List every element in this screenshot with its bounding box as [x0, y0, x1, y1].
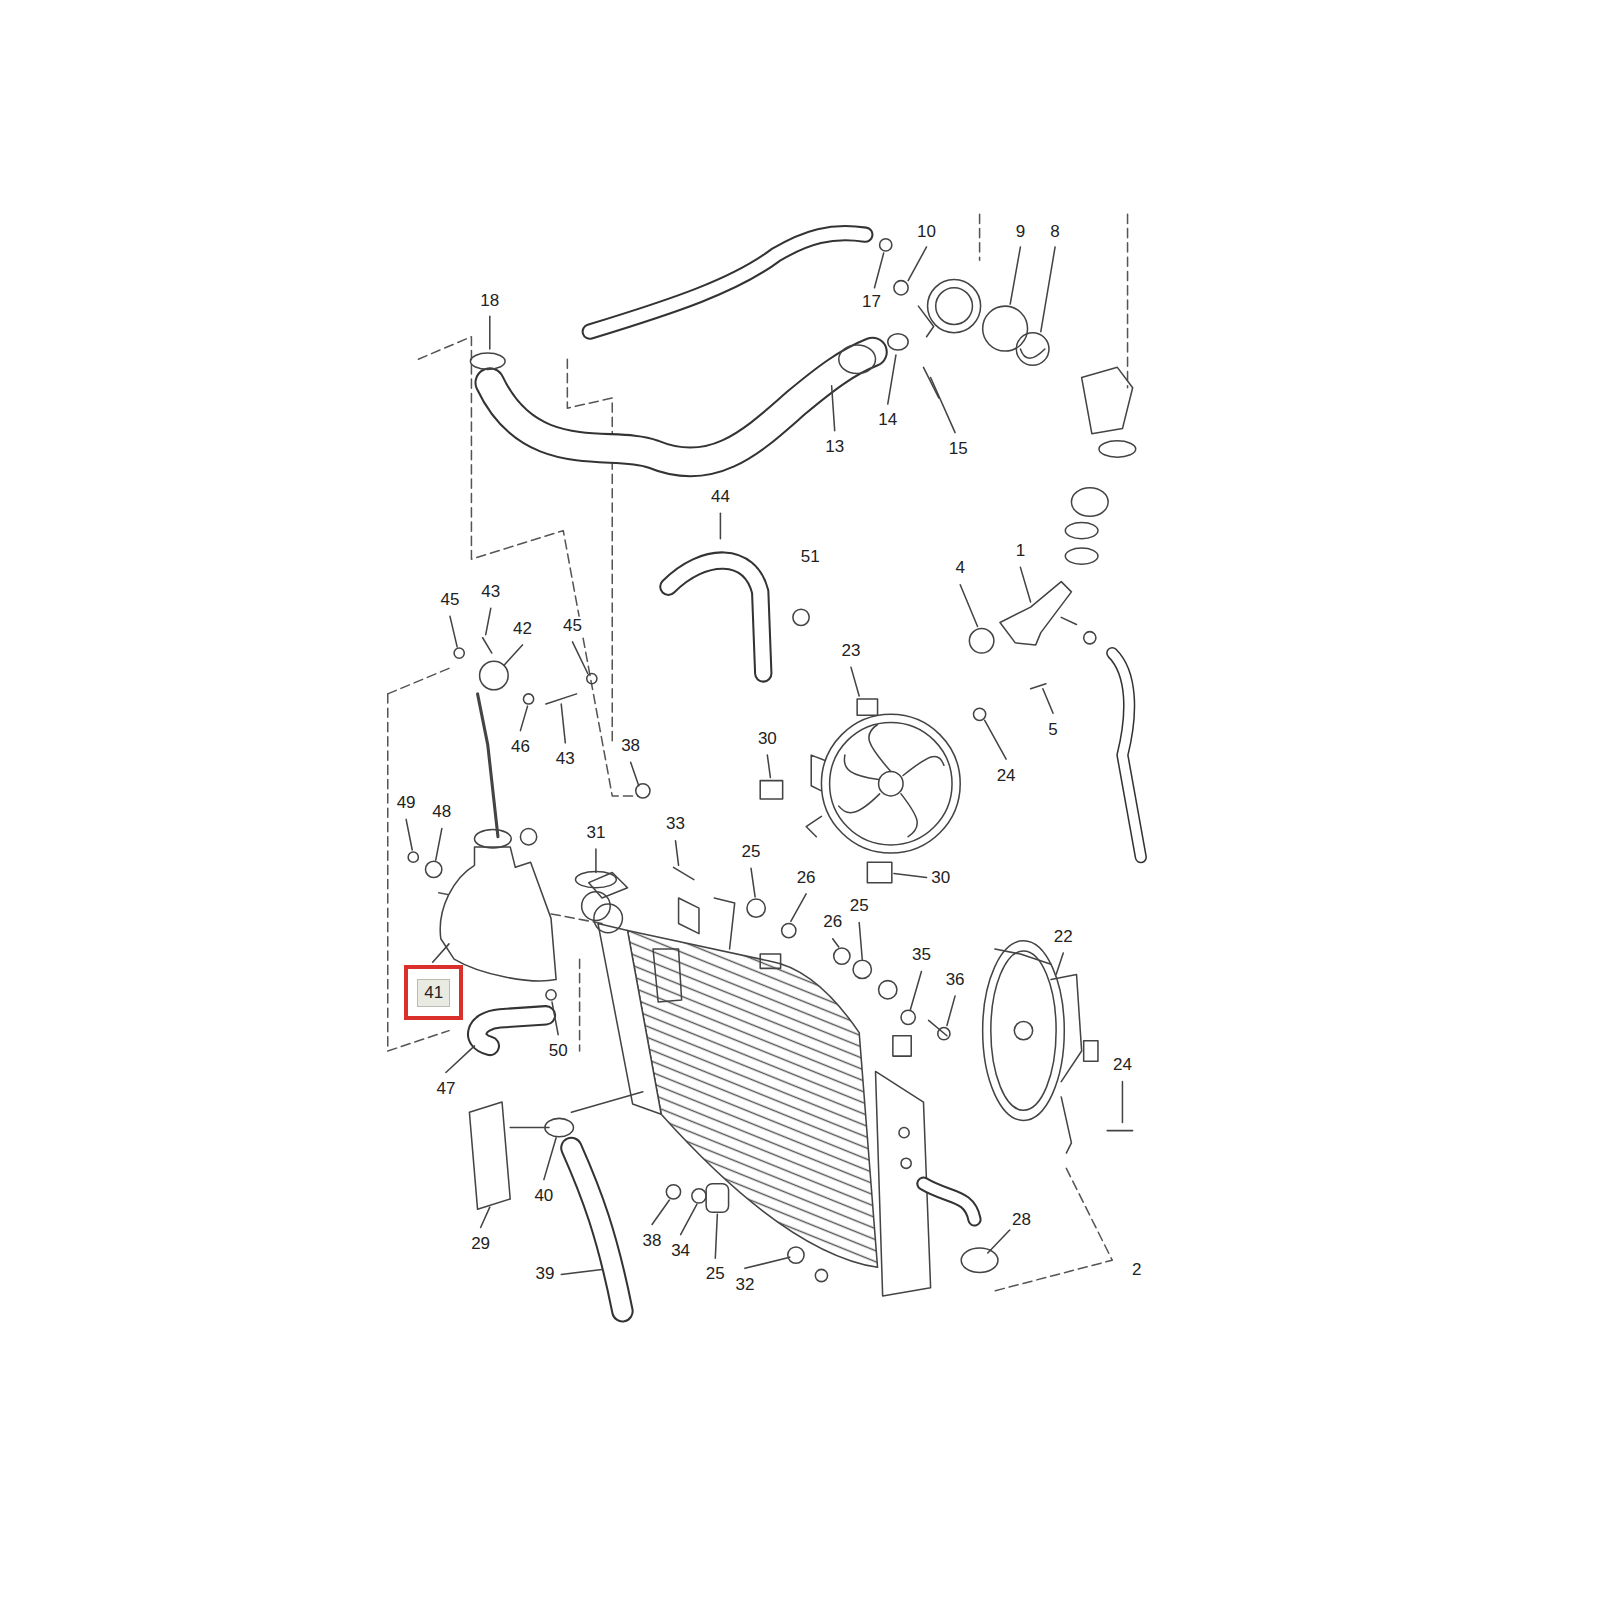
callout-number: 43 — [479, 582, 502, 601]
callout-number: 10 — [915, 222, 938, 241]
highlight-box: 41 — [404, 965, 463, 1020]
callout-number: 18 — [478, 292, 501, 311]
callout-number: 40 — [532, 1187, 555, 1206]
callout-number: 38 — [641, 1231, 664, 1250]
callout-number: 26 — [795, 868, 818, 887]
callout-number: 25 — [740, 843, 763, 862]
callout-number: 41 — [417, 979, 450, 1008]
callout-number: 30 — [756, 729, 779, 748]
callout-number: 31 — [584, 823, 607, 842]
callout-number: 13 — [823, 438, 846, 457]
callout-number: 47 — [434, 1079, 457, 1098]
callout-number: 43 — [554, 750, 577, 769]
callout-number: 15 — [947, 440, 970, 459]
callout-number: 51 — [799, 548, 822, 567]
callout-number: 32 — [733, 1275, 756, 1294]
callout-number: 48 — [430, 803, 453, 822]
callout-number: 4 — [953, 559, 966, 578]
callout-number: 45 — [439, 591, 462, 610]
callout-number: 5 — [1046, 720, 1059, 739]
callout-number: 45 — [561, 616, 584, 635]
callout-number: 2 — [1130, 1261, 1143, 1280]
callout-number: 34 — [669, 1242, 692, 1261]
callout-number: 35 — [910, 946, 933, 965]
callout-number: 25 — [704, 1265, 727, 1284]
callout-number: 30 — [929, 868, 952, 887]
callout-number: 33 — [664, 815, 687, 834]
callout-number: 9 — [1014, 222, 1027, 241]
callout-number: 38 — [619, 737, 642, 756]
callout-number: 26 — [821, 913, 844, 932]
callout-number: 8 — [1048, 222, 1061, 241]
callout-number: 44 — [709, 488, 732, 507]
callout-number: 29 — [469, 1235, 492, 1254]
callout-number: 23 — [840, 642, 863, 661]
callout-number: 42 — [511, 619, 534, 638]
callout-number: 36 — [944, 970, 967, 989]
callout-number: 1 — [1014, 542, 1027, 561]
callout-number: 17 — [860, 293, 883, 312]
callout-number: 39 — [533, 1265, 556, 1284]
callout-number: 49 — [395, 794, 418, 813]
callout-number: 25 — [848, 897, 871, 916]
callout-number: 50 — [547, 1042, 570, 1061]
callout-number: 24 — [995, 766, 1018, 785]
callout-number: 46 — [509, 738, 532, 757]
callout-number: 22 — [1052, 927, 1075, 946]
callout-number: 14 — [876, 411, 899, 430]
callout-number: 28 — [1010, 1211, 1033, 1230]
callout-number: 24 — [1111, 1056, 1134, 1075]
